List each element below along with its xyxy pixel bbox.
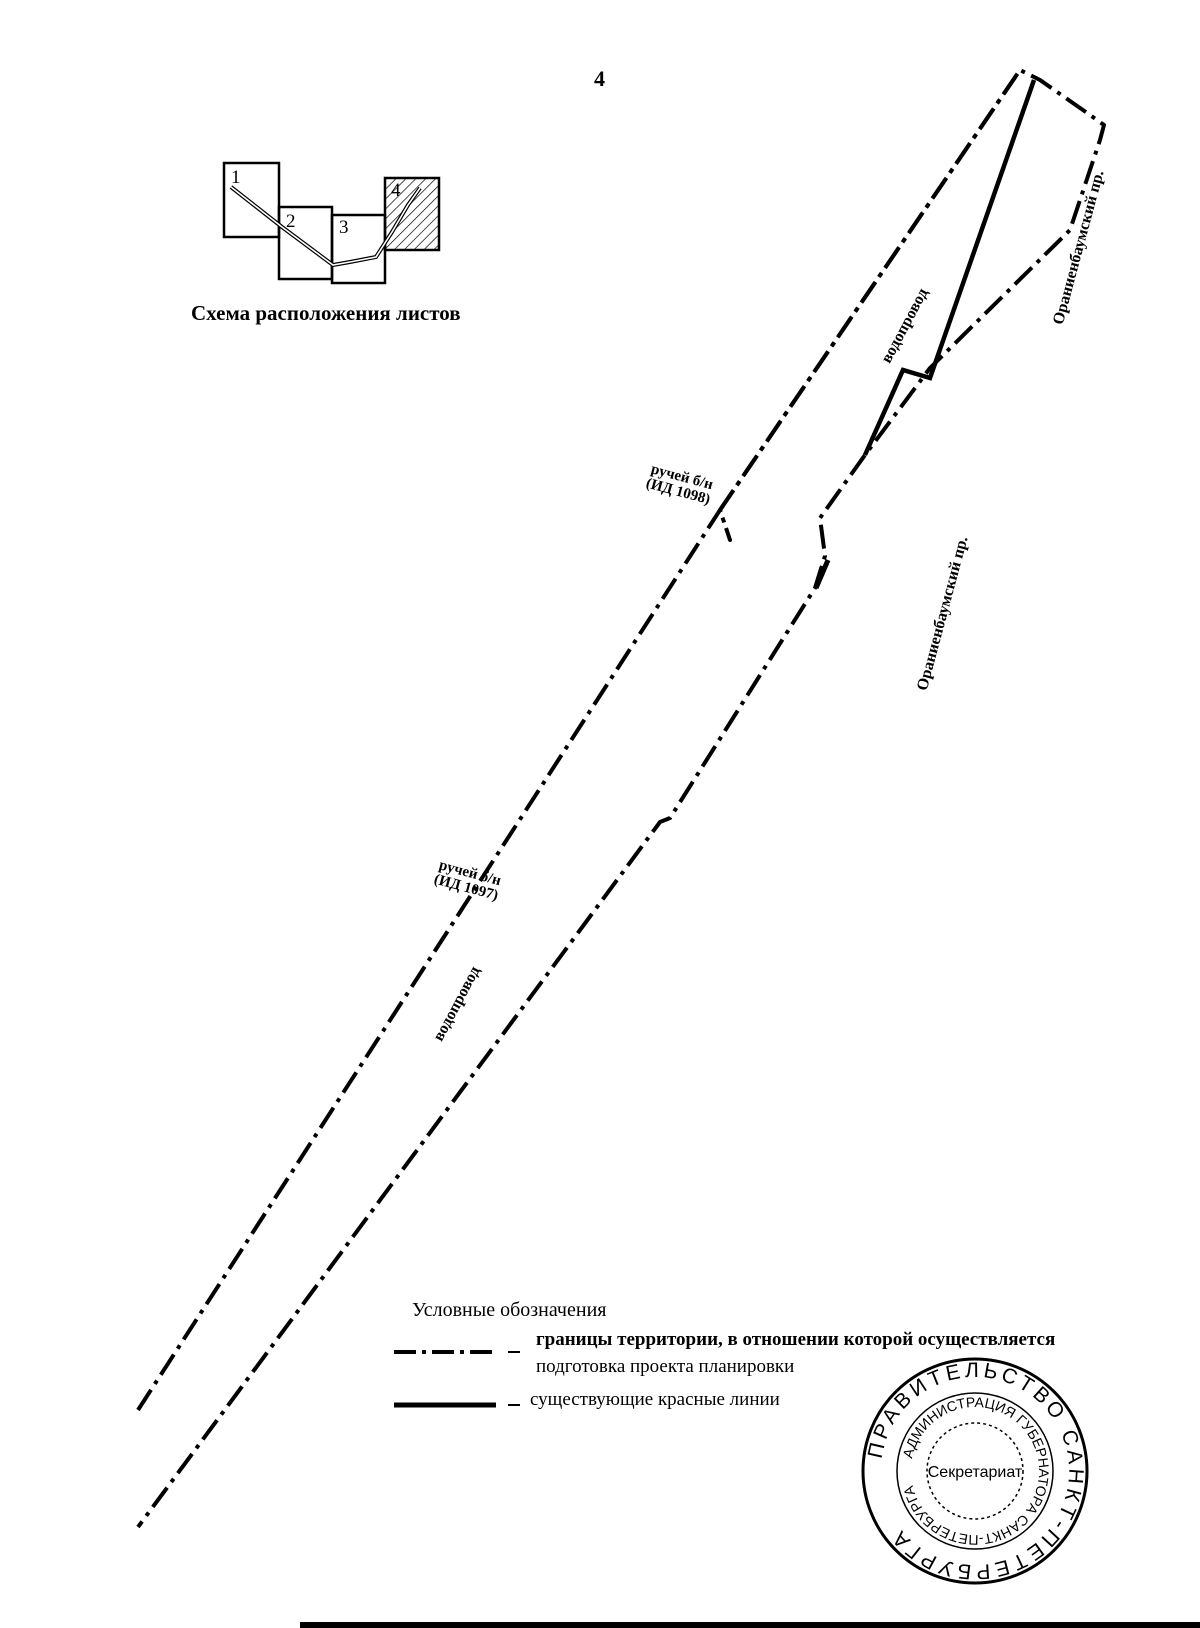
- scheme-sheet-1: [222, 161, 281, 239]
- scheme-sheet-2-number: 2: [286, 211, 296, 232]
- existing-red-line: [862, 79, 1037, 456]
- legend-item-boundary-line1: границы территории, в отношении которой …: [536, 1329, 1056, 1350]
- legend-item-red-lines: существующие красные линии: [530, 1389, 780, 1410]
- boundary-left-upper: [718, 68, 1022, 512]
- bottom-border: [300, 1622, 1200, 1628]
- legend-title: Условные обозначения: [412, 1299, 607, 1321]
- scheme-sheet-4-hatched: [383, 176, 441, 252]
- official-stamp: ПРАВИТЕЛЬСТВО САНКТ-ПЕТЕРБУРГА АДМИНИСТР…: [861, 1357, 1089, 1585]
- scheme-sheet-1-number: 1: [231, 167, 241, 188]
- legend-item-boundary-line2: подготовка проекта планировки: [536, 1356, 795, 1377]
- scheme-sheet-4-number: 4: [391, 180, 401, 201]
- page-number: 4: [594, 66, 605, 91]
- stamp-center-text: Секретариат: [928, 1464, 1023, 1481]
- existing-red-line-short: [813, 559, 831, 589]
- scheme-caption: Схема расположения листов: [191, 301, 461, 325]
- scheme-sheet-3-number: 3: [339, 217, 349, 238]
